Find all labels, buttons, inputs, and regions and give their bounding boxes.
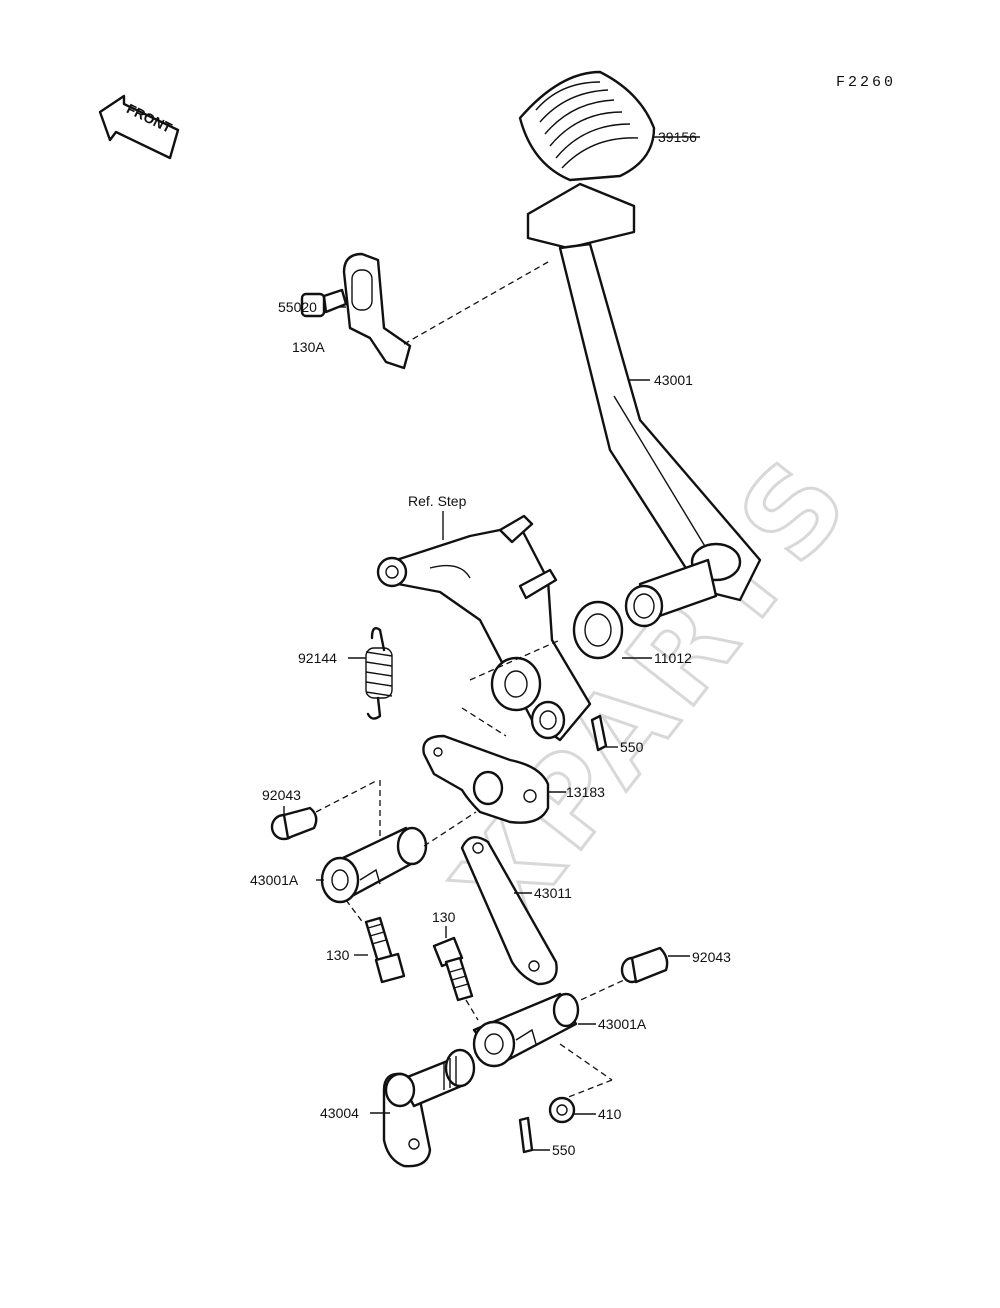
- cotter-pin-bottom-part: [518, 1116, 534, 1154]
- link-rod-part: [460, 836, 558, 986]
- pedal-rubber-part: [518, 70, 656, 182]
- bolt-130A-part: [300, 288, 348, 318]
- callout-130-left: 130: [326, 947, 350, 963]
- callout-92043-lower: 92043: [692, 949, 731, 965]
- callout-43011: 43011: [534, 885, 572, 901]
- callout-39156: 39156: [658, 129, 697, 145]
- callout-550-top: 550: [620, 739, 644, 755]
- joint-upper-part: [320, 826, 428, 904]
- callout-130-right: 130: [432, 909, 456, 925]
- clevis-pin-lower-part: [620, 946, 669, 984]
- brake-pedal-part: [526, 182, 762, 628]
- washer-part: [548, 1096, 576, 1124]
- callout-43001A-upper: 43001A: [250, 872, 299, 888]
- callout-92043-upper: 92043: [262, 787, 301, 803]
- callout-43001A-lower: 43001A: [598, 1016, 647, 1032]
- callout-43001: 43001: [654, 372, 693, 388]
- seal-part: [572, 600, 624, 660]
- joint-lower-part: [472, 992, 580, 1068]
- callout-43004: 43004: [320, 1105, 359, 1121]
- callout-550-bottom: 550: [552, 1142, 576, 1158]
- callout-11012: 11012: [654, 650, 692, 666]
- step-bracket-part: [376, 514, 592, 742]
- callout-55020: 55020: [278, 299, 317, 315]
- diagram-code: F2260: [836, 74, 896, 91]
- clevis-pin-upper-part: [270, 806, 318, 841]
- callout-92144: 92144: [298, 650, 337, 666]
- bolt-130-right-part: [432, 936, 474, 1002]
- callout-ref-step: Ref. Step: [408, 493, 467, 509]
- cotter-pin-top-part: [590, 714, 608, 752]
- callout-410: 410: [598, 1106, 622, 1122]
- bracket-part: [342, 252, 412, 370]
- return-spring-part: [365, 627, 393, 720]
- front-arrow-icon: FRONT: [98, 94, 180, 160]
- callout-130A: 130A: [292, 339, 325, 355]
- bolt-130-left-part: [364, 916, 406, 984]
- callout-13183: 13183: [566, 784, 605, 800]
- brake-shaft-lever-part: [382, 1048, 476, 1168]
- lever-arm-part: [422, 734, 550, 824]
